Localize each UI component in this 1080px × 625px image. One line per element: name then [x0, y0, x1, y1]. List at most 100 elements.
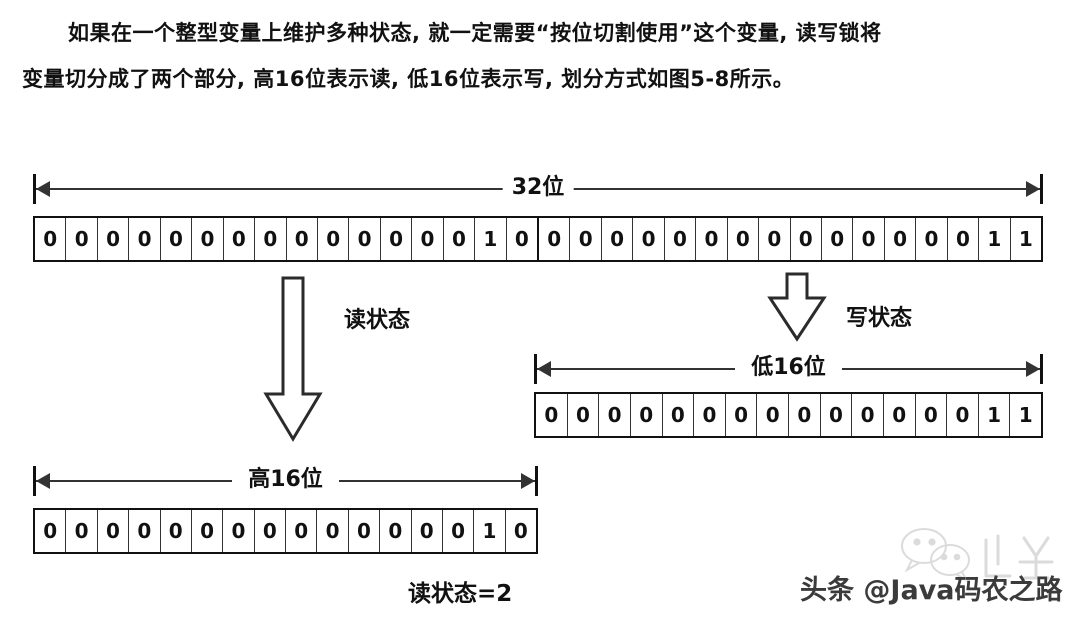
dimension-rule-left [36, 480, 232, 482]
bit-cell: 0 [223, 510, 255, 552]
bit-cell: 0 [192, 218, 224, 260]
write-state-block-arrow-icon [767, 272, 827, 342]
dimension-label-32bit: 32位 [502, 170, 574, 206]
bit-cell: 0 [97, 510, 130, 552]
dimension-label-low16: 低16位 [742, 350, 835, 386]
bit-cell: 0 [160, 510, 192, 552]
bit-cell: 1 [1010, 394, 1041, 436]
write-state-label: 写状态 [846, 306, 913, 331]
bit-cell: 0 [570, 218, 602, 260]
bit-cell: 0 [191, 510, 224, 552]
dimension-tick-left [534, 354, 537, 384]
dimension-tick-left [33, 174, 36, 204]
bit-cell: 0 [790, 218, 822, 260]
bit-cell: 1 [978, 394, 1011, 436]
bit-cell: 0 [317, 218, 350, 260]
dimension-tick-right [1040, 174, 1043, 204]
dimension-tick-right [535, 466, 538, 496]
arrow-head-left-icon [36, 181, 50, 197]
bit-cell: 0 [947, 394, 979, 436]
read-state-label: 读状态 [344, 308, 411, 333]
bit-cell: 0 [411, 510, 443, 552]
bit-cell: 0 [443, 218, 476, 260]
bit-cell: 0 [254, 510, 286, 552]
bit-cell: 0 [852, 394, 884, 436]
bit-cell: 0 [789, 394, 821, 436]
bit-cell: 0 [380, 218, 413, 260]
wechat-logo-watermark-icon [890, 524, 1066, 590]
bit-cell: 0 [506, 218, 539, 260]
bit-cell: 0 [696, 218, 728, 260]
paragraph-line-2: 变量切分成了两个部分, 高16位表示读, 低16位表示写, 划分方式如图5-8所… [22, 67, 795, 91]
bit-cell: 0 [160, 218, 193, 260]
bit-cell: 0 [853, 218, 885, 260]
dimension-label-high16: 高16位 [239, 462, 332, 498]
bit-cell: 0 [317, 510, 349, 552]
bit-cell: 0 [35, 218, 67, 260]
bit-cell: 0 [35, 510, 67, 552]
arrow-head-left-icon [537, 361, 551, 377]
bit-cell: 0 [915, 394, 948, 436]
bit-cell: 0 [129, 218, 161, 260]
bit-cell: 0 [223, 218, 256, 260]
account-watermark-text: 头条 @Java码农之路 [800, 575, 1063, 606]
arrow-head-left-icon [36, 473, 50, 489]
bit-cell: 0 [539, 218, 571, 260]
bit-cell: 0 [821, 218, 854, 260]
dimension-tick-right [1040, 354, 1043, 384]
bit-cell: 0 [66, 218, 98, 260]
bit-cell: 1 [474, 510, 506, 552]
dimension-line-high16: 高16位 [33, 462, 538, 498]
bit-cell: 0 [286, 510, 318, 552]
bit-cell: 0 [599, 394, 631, 436]
bit-cell: 0 [820, 394, 853, 436]
paragraph-line-1: 如果在一个整型变量上维护多种状态, 就一定需要“按位切割使用”这个变量, 读写锁… [68, 21, 882, 45]
bit-cell: 0 [725, 394, 758, 436]
bit-cell: 0 [536, 394, 568, 436]
bit-cell: 0 [883, 394, 916, 436]
bit-cell: 0 [630, 394, 663, 436]
bit-cell: 0 [505, 510, 536, 552]
bit-cell: 1 [1010, 218, 1041, 260]
bit-cell: 0 [442, 510, 475, 552]
bit-cell: 0 [129, 510, 161, 552]
bit-cell: 0 [349, 218, 381, 260]
dimension-rule-right [842, 368, 1040, 370]
arrow-head-right-icon [1026, 181, 1040, 197]
dimension-rule-left [36, 188, 508, 190]
read-state-block-arrow-icon [263, 276, 323, 442]
read-state-result-label: 读状态=2 [408, 581, 513, 607]
bit-cell: 0 [286, 218, 318, 260]
bit-cell: 0 [633, 218, 665, 260]
bit-cell: 0 [412, 218, 444, 260]
bit-cell: 0 [66, 510, 98, 552]
bit-cell: 0 [947, 218, 980, 260]
bit-cell: 1 [475, 218, 507, 260]
arrow-head-right-icon [1026, 361, 1040, 377]
bit-cell: 0 [694, 394, 726, 436]
bit-cell: 1 [979, 218, 1011, 260]
dimension-rule-right [339, 480, 535, 482]
bit-cell: 0 [884, 218, 917, 260]
bit-cell: 0 [664, 218, 697, 260]
bit-cell: 0 [662, 394, 695, 436]
bit-cell: 0 [97, 218, 130, 260]
dimension-line-low16: 低16位 [534, 350, 1043, 386]
bit-cell: 0 [255, 218, 287, 260]
bit-cell: 0 [757, 394, 789, 436]
bit-cell: 0 [727, 218, 760, 260]
bit-cell: 0 [601, 218, 634, 260]
dimension-rule-left [537, 368, 735, 370]
bit-cell: 0 [380, 510, 412, 552]
body-paragraph: 如果在一个整型变量上维护多种状态, 就一定需要“按位切割使用”这个变量, 读写锁… [0, 10, 1080, 102]
bit-cell: 0 [567, 394, 600, 436]
arrow-head-right-icon [521, 473, 535, 489]
dimension-tick-left [33, 466, 36, 496]
dimension-rule-right [568, 188, 1040, 190]
bit-cell: 0 [916, 218, 948, 260]
bit-cell: 0 [348, 510, 381, 552]
dimension-line-32bit: 32位 [33, 170, 1043, 206]
